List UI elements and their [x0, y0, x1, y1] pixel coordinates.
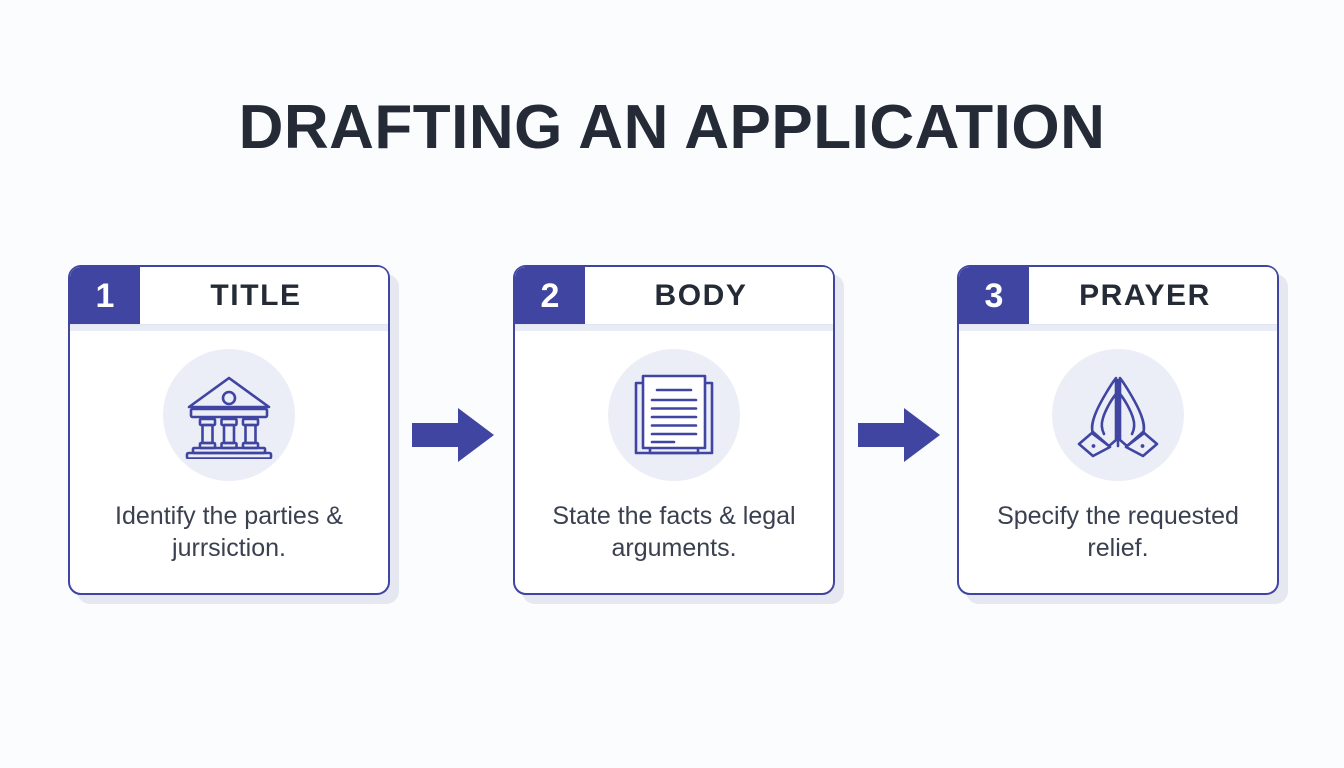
step-description: State the facts & legal arguments. — [552, 502, 796, 562]
step-card-title[interactable]: 1 TITLE — [68, 265, 390, 595]
step-icon-background — [608, 349, 740, 481]
praying-hands-icon — [1071, 368, 1165, 462]
step-card-body: Specify the requested relief. — [959, 331, 1277, 593]
header-divider — [515, 324, 833, 331]
step-card-header: 3 PRAYER — [959, 267, 1277, 324]
step-number-badge: 1 — [70, 267, 140, 324]
arrow-right-icon — [412, 406, 494, 464]
document-stack-icon — [628, 369, 720, 461]
step-number-badge: 2 — [515, 267, 585, 324]
step-heading: PRAYER — [1079, 278, 1211, 312]
step-heading: TITLE — [210, 278, 302, 312]
page-title: DRAFTING AN APPLICATION — [238, 93, 1106, 162]
step-number-badge: 3 — [959, 267, 1029, 324]
steps-row: 1 TITLE — [0, 265, 1344, 605]
header-divider — [959, 324, 1277, 331]
step-heading: BODY — [654, 278, 748, 312]
header-divider — [70, 324, 388, 331]
step-description: Identify the parties & jurrsiction. — [115, 502, 343, 562]
arrow-right-icon — [858, 406, 940, 464]
step-icon-background — [163, 349, 295, 481]
step-card-header: 1 TITLE — [70, 267, 388, 324]
step-card-header: 2 BODY — [515, 267, 833, 324]
step-description: Specify the requested relief. — [997, 502, 1239, 562]
step-card-body: Identify the parties & jurrsiction. — [70, 331, 388, 593]
step-card-prayer[interactable]: 3 PRAYER — [957, 265, 1279, 595]
courthouse-icon — [181, 371, 277, 459]
step-card-body-section[interactable]: 2 BODY — [513, 265, 835, 595]
step-icon-background — [1052, 349, 1184, 481]
step-card-body: State the facts & legal arguments. — [515, 331, 833, 593]
